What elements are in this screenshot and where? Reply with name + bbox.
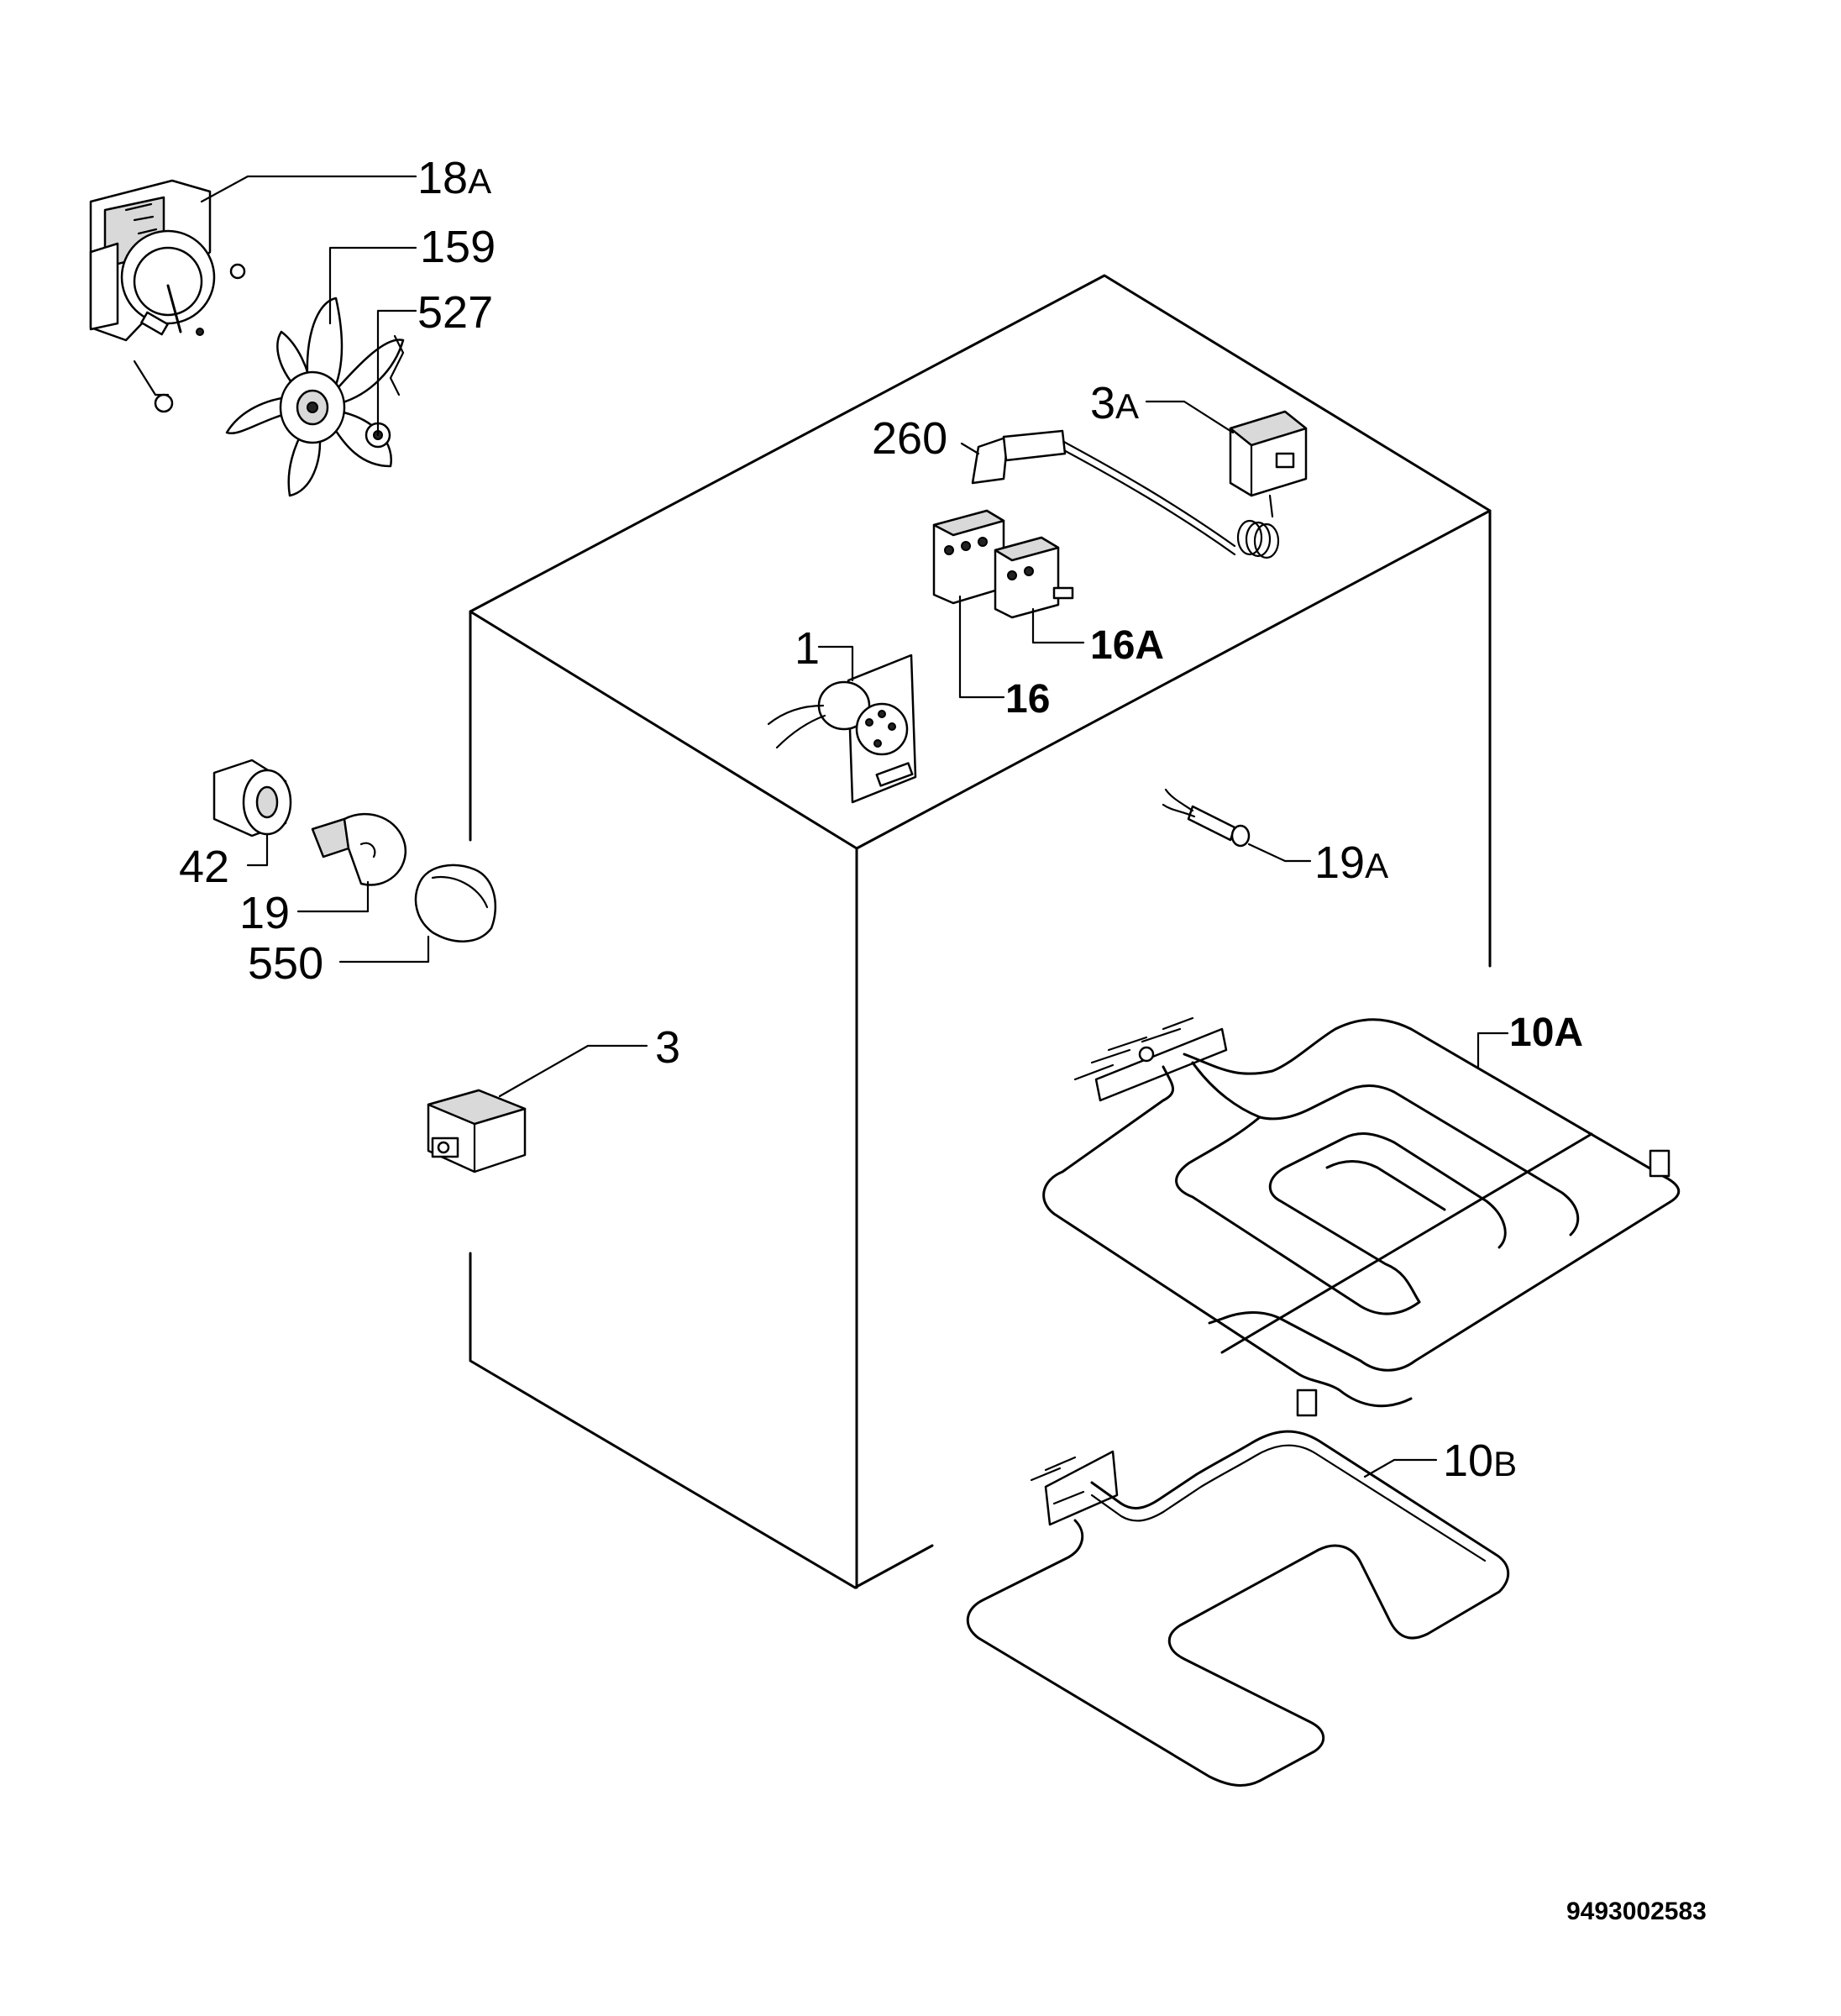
leader-line-16a (1031, 607, 1085, 644)
leader-line-1 (817, 645, 854, 682)
leader-line-16 (958, 595, 1005, 699)
lamp-cover-part (414, 864, 497, 942)
label-10b: 10B (1443, 1436, 1517, 1486)
bottom-element-part (966, 1430, 1510, 1787)
oven-cabinet-outline (469, 274, 1492, 1589)
leader-line-260 (960, 442, 980, 455)
thermostat-part (1061, 410, 1308, 559)
label-260: 260 (872, 413, 947, 464)
grill-element-part (1042, 1016, 1681, 1417)
label-527: 527 (417, 287, 493, 338)
label-18a: 18A (417, 153, 491, 203)
leader-line-18a (200, 175, 417, 203)
leader-line-3a (1145, 400, 1235, 434)
selector-switch-part (932, 509, 1074, 619)
drawing-code: 9493002583 (1566, 1898, 1707, 1925)
indicator-lamp-part (1162, 788, 1251, 848)
leader-line-42 (246, 832, 269, 867)
leader-line-159 (328, 246, 417, 325)
leader-lines (200, 175, 1509, 1478)
fan-impeller-part (225, 297, 405, 497)
label-159: 159 (420, 222, 496, 272)
label-1: 1 (795, 623, 820, 674)
label-19a: 19A (1314, 837, 1388, 888)
label-16: 16 (1005, 677, 1050, 722)
fan-motor-part (89, 179, 246, 413)
switch-part (427, 1089, 527, 1173)
lamp-holder-part (212, 759, 292, 837)
sensor-holder-part (971, 429, 1067, 485)
lamp-bulb-part (311, 812, 407, 886)
label-550: 550 (248, 938, 323, 989)
leader-line-3 (498, 1044, 648, 1098)
label-3a: 3A (1090, 378, 1139, 428)
timer-part (767, 654, 917, 804)
leader-line-19 (296, 880, 370, 913)
label-19: 19 (239, 888, 290, 938)
label-16a: 16A (1090, 623, 1164, 668)
leader-line-527 (376, 309, 417, 437)
label-10a: 10A (1509, 1011, 1583, 1055)
leader-line-10b (1363, 1458, 1438, 1478)
label-42: 42 (179, 842, 229, 892)
label-3: 3 (655, 1022, 680, 1073)
leader-line-19a (1247, 843, 1312, 863)
leader-line-550 (338, 935, 430, 963)
leader-line-10a (1476, 1032, 1509, 1068)
